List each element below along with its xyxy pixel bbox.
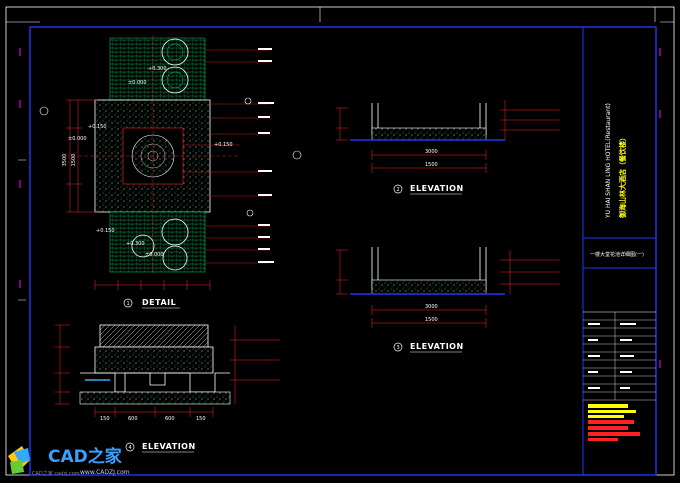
section-dim-label: 150 [196, 416, 206, 422]
section-marker-number: 4 [129, 445, 132, 451]
project-name-cn: 御海山林大酒店（餐饮楼） [618, 134, 627, 219]
section-base-profile [80, 372, 230, 393]
drawing-title: 一楼大堂花池详细图(一) [590, 251, 644, 258]
elevation-top-profile [371, 103, 487, 135]
plan-shrub [161, 218, 189, 246]
elevation-top-dim-left [336, 107, 348, 141]
sheet-frame [5, 6, 675, 476]
elevation-middle-dim-bottom [371, 305, 487, 328]
plan-leader-tags [258, 48, 274, 263]
elevation-marker-icon [393, 342, 403, 352]
project-name-en: YU HAI SHAN LING HOTEL(Restaurant) [605, 103, 612, 219]
elevation-top-dim-label: 3000 [425, 149, 438, 155]
watermark: CAD之家 www.CADZJ.com CAD之家 cadzj.com [8, 446, 130, 477]
plan-level-label: +0.150 [88, 124, 107, 130]
section-cap-block [99, 324, 209, 348]
elevation-top-dim-bottom [371, 150, 487, 173]
plan-level-label: ±0.000 [128, 80, 147, 86]
elevation-top: 3000 1500 2 ELEVATION [336, 100, 560, 195]
title-block-entries [588, 323, 636, 389]
plan-shrub [131, 234, 155, 258]
elevation-caption: ELEVATION [410, 342, 464, 351]
plan-bottom-paving [109, 211, 206, 273]
plan-level-label: +0.150 [214, 142, 233, 148]
elevation-marker-number: 2 [397, 187, 400, 193]
section-dim-label: 600 [165, 416, 175, 422]
section-callout-icon [244, 97, 252, 105]
plan-level-label: +0.300 [126, 241, 145, 247]
plan-level-label: ±0.000 [68, 136, 87, 142]
elevation-middle-profile [371, 247, 487, 290]
elevation-top-dim-right [500, 100, 560, 140]
cad-logo-icon [8, 446, 30, 474]
plan-level-label: ±0.000 [145, 252, 164, 258]
elevation-top-dim-label: 1500 [425, 162, 438, 168]
section-detail: 150 600 600 150 4 ELEVATION [55, 324, 280, 453]
section-planter-body [94, 346, 214, 374]
plan-detail: 3500 1500 ±0.000 +0.300 +0.150 +0.150 ±0… [39, 35, 302, 309]
watermark-small: CAD之家 cadzj.com [32, 470, 80, 477]
plan-level-label: +0.150 [96, 228, 115, 234]
watermark-brand: CAD之家 [48, 446, 122, 467]
section-dim-label: 600 [128, 416, 138, 422]
plan-dim-left-label: 3500 [62, 154, 68, 167]
section-dim-left [55, 324, 70, 405]
detail-marker-icon [123, 298, 133, 308]
section-caption: ELEVATION [142, 442, 196, 451]
plan-dim-bottom [94, 280, 211, 290]
elevation-marker-icon [393, 184, 403, 194]
section-dim-bottom [94, 407, 214, 417]
section-callout-icon [39, 106, 49, 116]
section-callout-icon [292, 150, 302, 160]
plan-shrub [162, 245, 188, 271]
elevation-middle-dim-label: 3000 [425, 304, 438, 310]
plan-top-paving [109, 37, 206, 101]
elevation-caption: ELEVATION [410, 184, 464, 193]
plan-dim-left [66, 99, 98, 213]
elevation-middle-dim-label: 1500 [425, 317, 438, 323]
detail-marker-number: 1 [127, 301, 130, 307]
plan-leaders-right [183, 49, 270, 264]
detail-caption: DETAIL [142, 298, 176, 307]
elevation-middle-dim-right [500, 250, 560, 294]
section-dim-right [230, 325, 280, 404]
registration-marks [19, 48, 661, 368]
plan-level-label: +0.300 [148, 66, 167, 72]
drawing-border [29, 26, 657, 476]
title-block-stamps [588, 404, 640, 441]
elevation-marker-number: 3 [397, 345, 400, 351]
title-block: YU HAI SHAN LING HOTEL(Restaurant) 御海山林大… [583, 103, 656, 441]
sheet-frame-ticks [6, 7, 674, 301]
section-callout-icon [246, 209, 254, 217]
plan-shrub [161, 38, 189, 66]
section-marker-icon [125, 442, 135, 452]
title-block-table [583, 312, 656, 401]
section-dim-label: 150 [100, 416, 110, 422]
plan-dim-left-label: 1500 [71, 154, 77, 167]
elevation-middle: 3000 1500 3 ELEVATION [336, 247, 560, 353]
watermark-url: www.CADZJ.com [80, 469, 130, 476]
plan-shrub [161, 66, 189, 94]
elevation-middle-dim-left [336, 249, 348, 295]
